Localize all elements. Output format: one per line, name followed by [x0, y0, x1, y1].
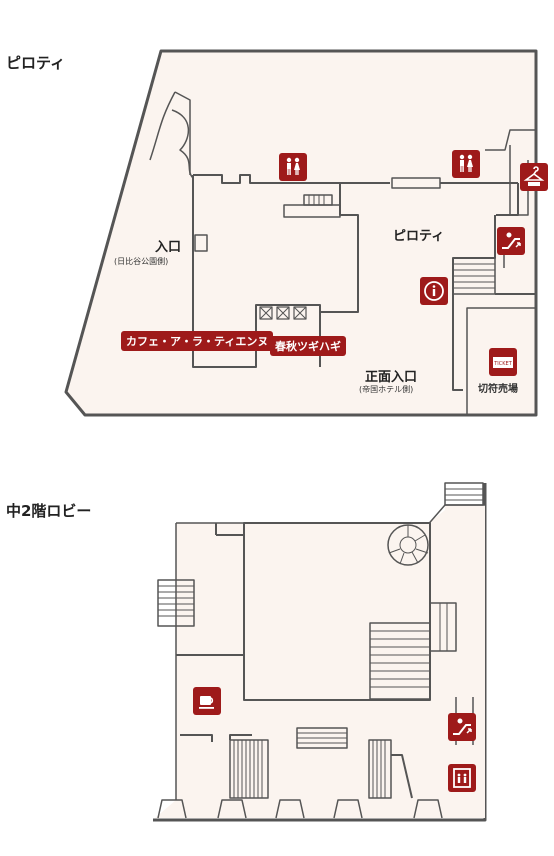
shop-label[interactable]: 春秋ツギハギ — [270, 336, 346, 356]
cloakroom-icon — [520, 163, 548, 191]
piloti-floor-outline — [64, 49, 538, 417]
elevator-icon — [448, 764, 476, 792]
escalator-icon — [448, 713, 476, 741]
escalator-icon — [497, 227, 525, 255]
restroom-icon — [279, 153, 307, 181]
floor1-title: ピロティ — [6, 54, 66, 72]
cafe-icon — [193, 687, 221, 715]
ticket-office-label: 切符売場 — [478, 384, 518, 395]
entrance-sub-label: (日比谷公園側) — [114, 257, 169, 266]
piloti-label: ピロティ — [393, 229, 445, 244]
ticket-icon: TICKET — [489, 348, 517, 376]
main-entrance-label: 正面入口 — [365, 370, 418, 385]
information-icon — [420, 277, 448, 305]
entrance-label: 入口 — [155, 240, 182, 255]
restroom-icon — [452, 150, 480, 178]
cafe-label[interactable]: カフェ・ア・ラ・ティエンヌ — [121, 331, 274, 351]
main-entrance-sub-label: (帝国ホテル側) — [359, 385, 414, 394]
svg-text:TICKET: TICKET — [493, 361, 512, 367]
floor2-title: 中2階ロビー — [6, 502, 92, 520]
